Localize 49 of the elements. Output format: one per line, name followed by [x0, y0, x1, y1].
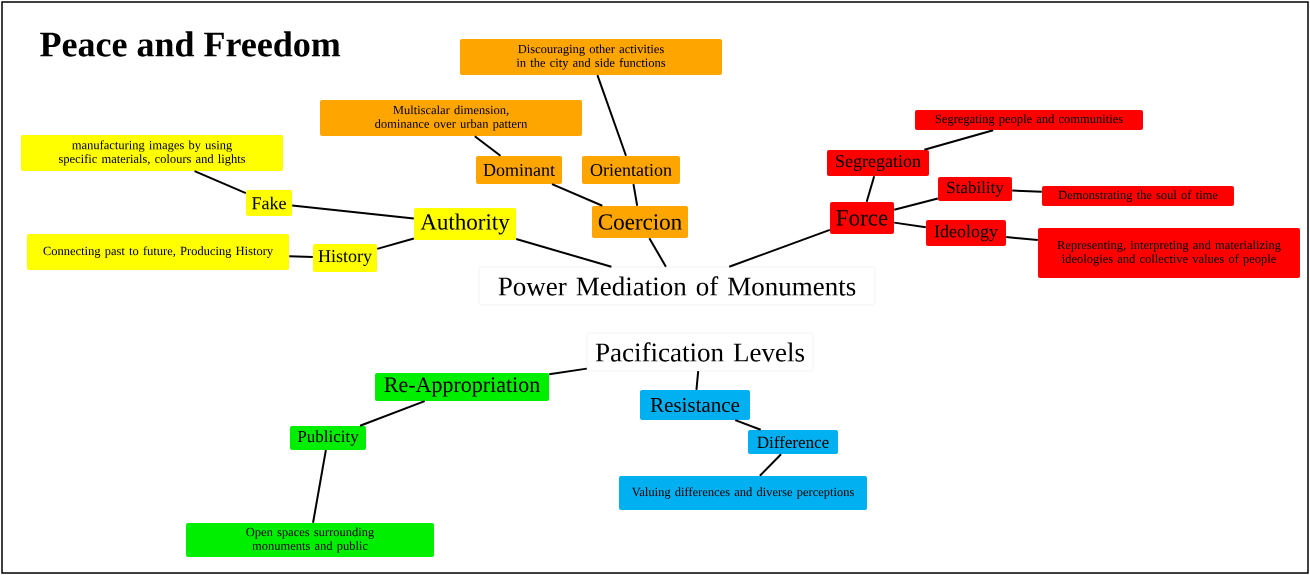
topic-box: Orientation — [582, 156, 680, 184]
connector-line — [695, 370, 700, 391]
connector-line — [548, 367, 588, 376]
connector-line — [288, 255, 314, 258]
connector-line — [734, 419, 762, 431]
note-box: Multiscalar dimension, dominance over urban pattern — [320, 100, 582, 136]
connector-line — [728, 228, 831, 268]
connector-line — [312, 449, 327, 524]
connector-line — [376, 237, 415, 250]
connector-line — [893, 221, 927, 229]
topic-box: Fake — [246, 190, 292, 216]
note-box: Discouraging other activities in the city and side functions — [460, 39, 722, 75]
topic-box: Ideology — [926, 220, 1006, 246]
connector-line — [291, 204, 415, 220]
central-topic: Power Mediation of Monuments — [478, 266, 876, 306]
connector-line — [359, 400, 426, 427]
topic-box: Force — [830, 202, 894, 234]
connector-line — [193, 170, 247, 195]
connector-line — [923, 129, 995, 151]
connector-line — [473, 135, 502, 157]
connector-line — [648, 237, 667, 268]
connector-line — [893, 197, 939, 211]
connector-line — [596, 74, 627, 157]
topic-box: Resistance — [640, 390, 750, 420]
topic-box: Segregation — [827, 150, 929, 176]
note-box: manufacturing images by using specific materials, colours and lights — [21, 135, 283, 171]
connector-line — [632, 183, 639, 207]
topic-box: Coercion — [592, 206, 688, 238]
topic-box: Stability — [938, 177, 1012, 201]
note-box: Segregating people and communities — [915, 110, 1143, 130]
topic-box: History — [313, 244, 377, 272]
connector-line — [551, 183, 604, 207]
connector-line — [758, 453, 783, 477]
connector-line — [865, 175, 876, 203]
topic-box: Difference — [748, 430, 838, 454]
note-box: Valuing differences and diverse perceptions — [619, 476, 867, 510]
note-box: Representing, interpreting and materializing ideologies and collective values of people — [1038, 228, 1300, 278]
note-box: Demonstrating the soul of time — [1042, 186, 1234, 206]
title: Peace and Freedom — [40, 31, 341, 57]
note-box: Open spaces surrounding monuments and public — [186, 523, 434, 557]
connector-line — [515, 237, 613, 268]
topic-box: Publicity — [290, 426, 366, 450]
topic-box: Dominant — [476, 156, 562, 184]
note-box: Connecting past to future, Producing History — [27, 234, 289, 270]
topic-box: Re-Appropriation — [375, 373, 549, 401]
topic-box: Authority — [414, 208, 516, 240]
central-topic: Pacification Levels — [586, 332, 814, 372]
connector-line — [1011, 189, 1043, 193]
connector-line — [1005, 235, 1039, 242]
